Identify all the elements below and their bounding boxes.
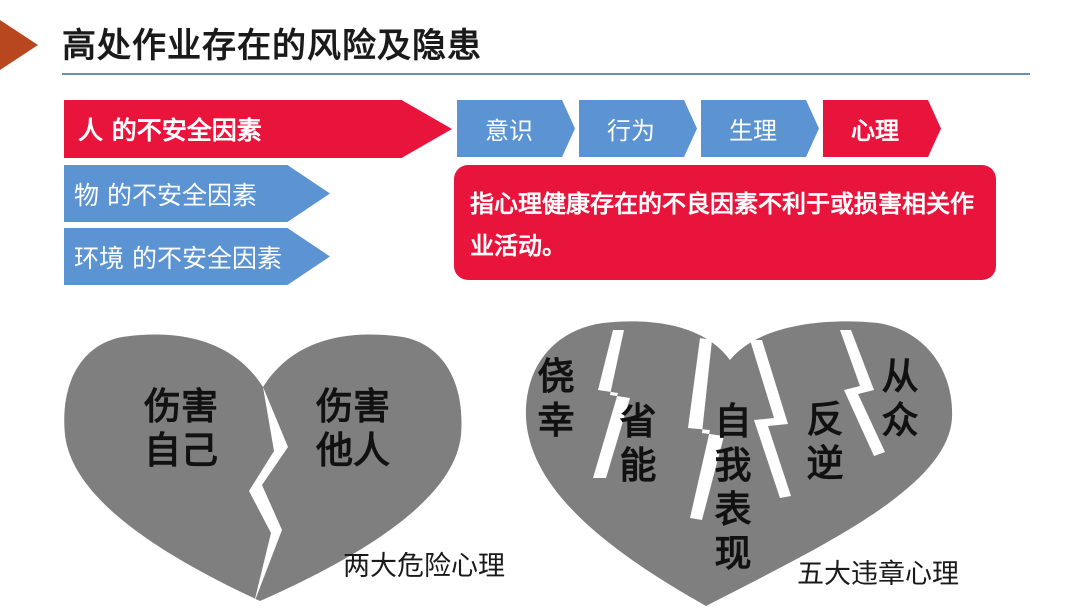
heart-two-right-line2: 他人	[316, 429, 390, 472]
heart-five-item-show-off: 自我表现	[714, 400, 752, 575]
heart-two-caption: 两大危险心理	[343, 551, 505, 582]
broken-heart-two-icon	[64, 334, 462, 603]
heart-two-right-line1: 伤害	[316, 385, 390, 428]
heart-five-item-conformity: 从众	[881, 355, 919, 442]
aspect-behavior: 行为	[579, 100, 697, 157]
psychology-definition-box: 指心理健康存在的不良因素不利于或损害相关作业活动。	[454, 165, 996, 280]
heart-five-item-save-effort: 省能	[619, 400, 657, 487]
heart-five-caption: 五大违章心理	[797, 559, 959, 590]
broken-heart-five-icon	[525, 321, 953, 606]
aspect-awareness: 意识	[457, 100, 575, 157]
title-divider	[62, 73, 1030, 75]
aspect-physiology: 生理	[701, 100, 819, 157]
title-marker-icon	[0, 20, 38, 70]
object-factor-arrow: 物 的不安全因素	[64, 165, 330, 222]
heart-five-item-defiance: 反逆	[806, 398, 844, 485]
aspect-psychology: 心理	[823, 100, 941, 157]
heart-two-left-text: 伤害 自己	[131, 385, 231, 473]
environment-factor-arrow: 环境 的不安全因素	[64, 228, 330, 285]
human-factor-arrow: 人 的不安全因素	[64, 100, 452, 158]
page-title: 高处作业存在的风险及隐患	[62, 26, 482, 66]
heart-two-left-line1: 伤害	[144, 385, 218, 428]
heart-two-right-text: 伤害 他人	[303, 385, 403, 473]
heart-five-item-luck: 侥幸	[537, 355, 575, 442]
heart-two-left-line2: 自己	[144, 429, 218, 472]
